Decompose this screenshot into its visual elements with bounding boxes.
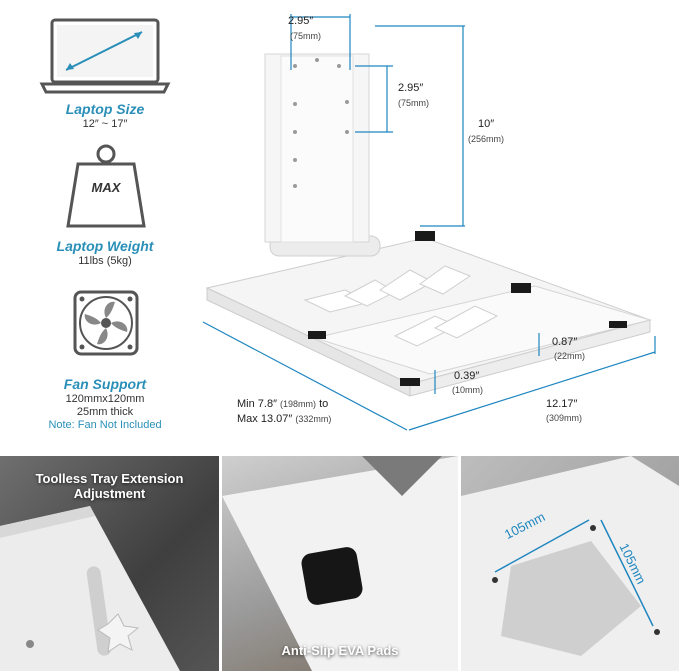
dim-hole-spacing: 2.95″ [398,82,424,94]
dim-height: 10″ [478,118,495,130]
laptop-size-title: Laptop Size [65,101,145,117]
dim-top-width-mm: (75mm) [290,31,321,41]
dim-lip-mm: (22mm) [554,351,585,361]
dim-thickness: 0.39″ [454,370,480,382]
dim-top-width: 2.95″ [288,15,314,27]
fan-size: 120mmx120mm [65,393,145,405]
fan-thickness: 25mm thick [76,406,134,418]
dim-depth-max-line: Max 13.07″ (332mm) [237,413,331,425]
dim-depth-min-line: Min 7.8″ (198mm) to [237,398,328,410]
dim-depth-max-mm: (332mm) [295,414,332,424]
caption-tray-extension: Toolless Tray Extension Adjustment [35,471,184,501]
dim-depth-to: to [319,398,329,410]
photo-fan-mount: 105mm 105mm [461,456,679,671]
weight-icon [66,144,146,228]
dim-depth-min: Min 7.8″ [237,398,277,410]
dim-width-mm: (309mm) [546,413,583,423]
laptop-size-value: 12″ ~ 17″ [82,118,128,130]
dim-depth-max: Max 13.07″ [237,413,293,425]
fan-support-title: Fan Support [63,376,147,392]
dim-depth-min-mm: (198mm) [280,399,317,409]
fan-mount-illustration [461,456,679,671]
dim-width: 12.17″ [546,398,578,410]
laptop-weight-value: 11lbs (5kg) [78,255,132,267]
tray-extension-illustration [0,506,180,671]
caption-eva-pads: Anti-Slip EVA Pads [281,643,399,658]
photo-eva-pads: Anti-Slip EVA Pads [222,456,458,671]
laptop-weight-title: Laptop Weight [56,238,154,254]
fan-icon [73,290,139,356]
dim-hole-spacing-mm: (75mm) [398,98,429,108]
dim-thickness-mm: (10mm) [452,385,483,395]
eva-pads-illustration [222,456,458,671]
dim-height-mm: (256mm) [468,134,505,144]
laptop-icon [39,18,171,94]
dim-lip: 0.87″ [552,336,578,348]
max-badge: MAX [91,180,121,195]
photo-tray-extension: Toolless Tray Extension Adjustment [0,456,219,671]
stand-diagram [202,14,656,431]
fan-note: Note: Fan Not Included [48,419,162,431]
